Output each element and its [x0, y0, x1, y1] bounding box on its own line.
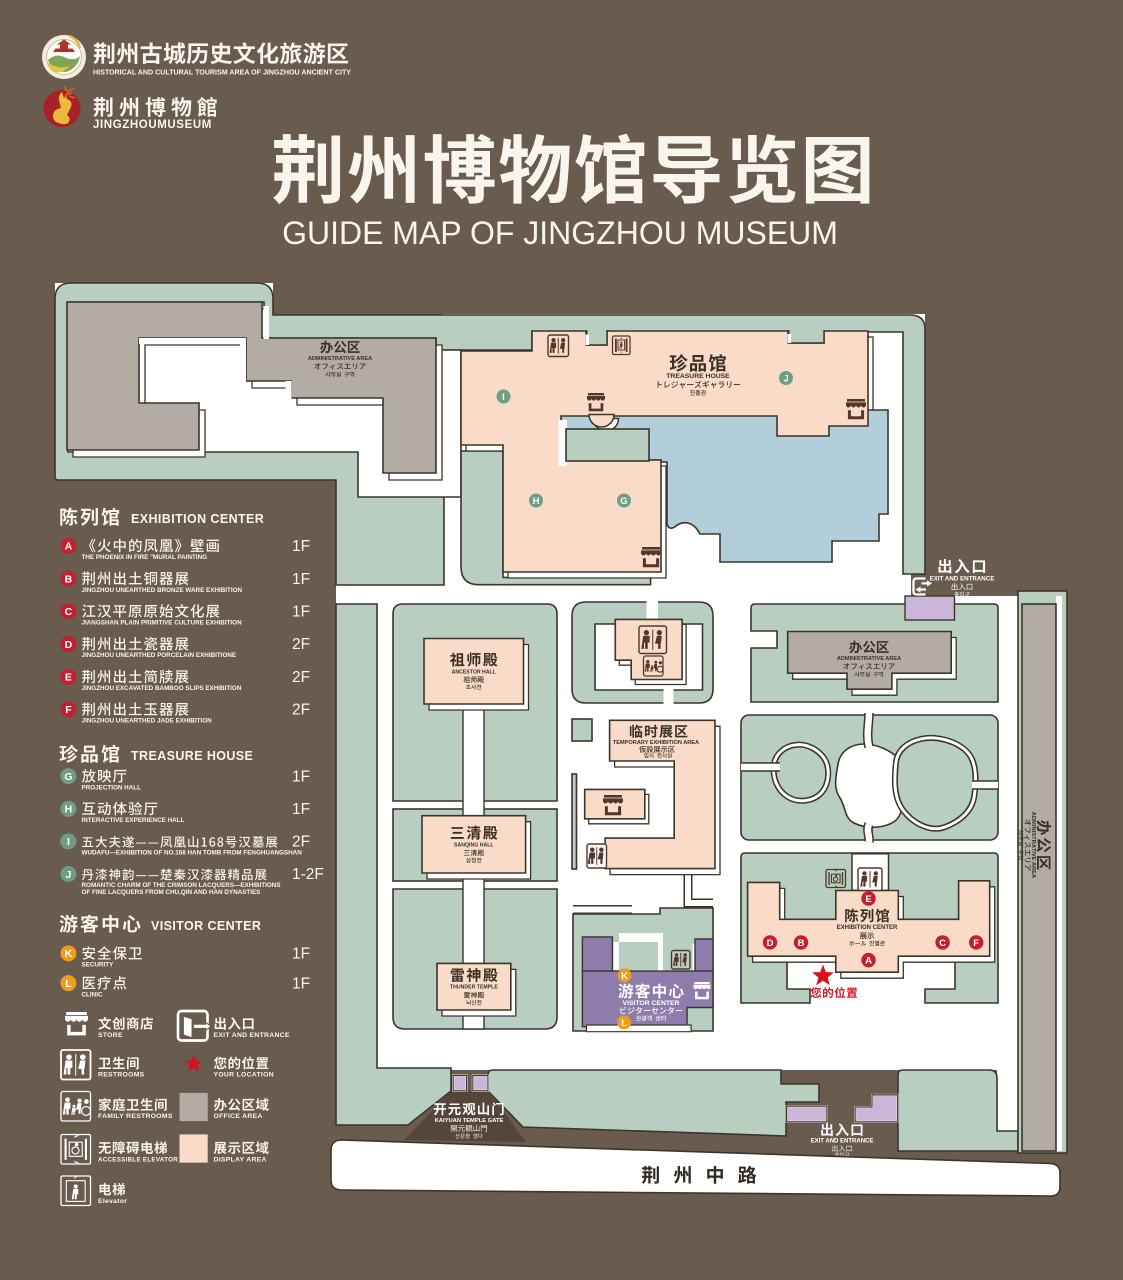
- svg-text:1F: 1F: [292, 538, 310, 555]
- svg-text:ACCESSIBLE ELEVATOR: ACCESSIBLE ELEVATOR: [98, 1156, 178, 1163]
- svg-text:J: J: [65, 869, 71, 881]
- svg-text:TREASURE HOUSE: TREASURE HOUSE: [131, 749, 253, 763]
- svg-text:1F: 1F: [292, 801, 310, 818]
- svg-text:2F: 2F: [292, 636, 310, 653]
- svg-text:L: L: [621, 1018, 627, 1029]
- svg-text:TEMPORARY EXHIBITION AREA: TEMPORARY EXHIBITION AREA: [613, 740, 699, 746]
- svg-text:E: E: [865, 894, 871, 905]
- svg-text:F: F: [65, 704, 72, 716]
- svg-text:D: D: [767, 938, 774, 949]
- svg-text:A: A: [65, 541, 73, 553]
- svg-text:JINGZHOU UNEARTHED JADE EXHIBI: JINGZHOU UNEARTHED JADE EXHIBITION: [82, 718, 213, 725]
- svg-text:JINGZHOU UNEARTHED PORCELAIN E: JINGZHOU UNEARTHED PORCELAIN EXHIBITIONE: [82, 652, 237, 659]
- svg-text:EXIT AND ENTRANCE: EXIT AND ENTRANCE: [811, 1139, 874, 1145]
- svg-text:K: K: [65, 948, 73, 960]
- svg-text:ADMINISTRATIVE AREA: ADMINISTRATIVE AREA: [1030, 812, 1036, 879]
- svg-text:FAMILY RESTROOMS: FAMILY RESTROOMS: [98, 1113, 173, 1120]
- svg-text:H: H: [533, 496, 540, 507]
- svg-text:1F: 1F: [292, 571, 310, 588]
- svg-text:JINGZHOU UNEARTHED BRONZE WARE: JINGZHOU UNEARTHED BRONZE WARE EXHIBITIO…: [82, 587, 243, 594]
- svg-text:OF FINE LACQUERS FROM CHU,QIN: OF FINE LACQUERS FROM CHU,QIN AND HAN DY…: [82, 889, 261, 896]
- svg-text:SECURITY: SECURITY: [82, 962, 115, 969]
- svg-text:HISTORICAL AND CULTURAL TOURIS: HISTORICAL AND CULTURAL TOURISM AREA OF …: [93, 69, 351, 77]
- svg-text:THUNDER TEMPLE: THUNDER TEMPLE: [450, 985, 498, 991]
- svg-text:STORE: STORE: [98, 1032, 123, 1039]
- svg-text:C: C: [939, 938, 946, 949]
- svg-text:DISPLAY AREA: DISPLAY AREA: [214, 1156, 267, 1163]
- svg-text:ADMINISTRATIVE AREA: ADMINISTRATIVE AREA: [308, 356, 372, 362]
- svg-text:KAIYUAN TEMPLE GATE: KAIYUAN TEMPLE GATE: [435, 1118, 504, 1124]
- svg-text:SANQING HALL: SANQING HALL: [454, 842, 494, 848]
- svg-text:F: F: [973, 938, 979, 949]
- svg-text:JIANGSHAN PLAIN PRIMITIVE CULT: JIANGSHAN PLAIN PRIMITIVE CULTURE EXHIBI…: [82, 620, 243, 627]
- svg-text:THE PHOENIX IN FIRE "MURAL PAI: THE PHOENIX IN FIRE "MURAL PAINTING: [82, 554, 208, 561]
- svg-text:EXHIBITION CENTER: EXHIBITION CENTER: [131, 512, 264, 526]
- svg-text:B: B: [65, 573, 73, 585]
- svg-text:CLINIC: CLINIC: [82, 991, 103, 998]
- svg-text:OFFICE AREA: OFFICE AREA: [214, 1113, 263, 1120]
- svg-text:J: J: [783, 373, 788, 384]
- svg-text:C: C: [65, 606, 73, 618]
- svg-text:B: B: [798, 938, 805, 949]
- svg-text:H: H: [65, 804, 73, 816]
- svg-text:PROJECTION HALL: PROJECTION HALL: [82, 784, 142, 791]
- svg-text:JINGZHOU EXCAVATED BAMBOO SLIP: JINGZHOU EXCAVATED BAMBOO SLIPS EXHIBITI…: [82, 685, 242, 692]
- svg-text:GUIDE MAP OF JINGZHOU MUSEUM: GUIDE MAP OF JINGZHOU MUSEUM: [282, 215, 838, 251]
- svg-text:TREASURE HOUSE: TREASURE HOUSE: [666, 373, 730, 380]
- svg-text:1-2F: 1-2F: [292, 866, 324, 883]
- svg-text:G: G: [64, 771, 72, 783]
- svg-text:EXIT AND ENTRANCE: EXIT AND ENTRANCE: [930, 576, 995, 583]
- svg-text:L: L: [65, 978, 72, 990]
- svg-text:A: A: [865, 956, 872, 967]
- svg-text:K: K: [621, 971, 628, 982]
- svg-text:ANCESTOR HALL: ANCESTOR HALL: [452, 669, 497, 675]
- svg-text:1F: 1F: [292, 604, 310, 621]
- svg-text:2F: 2F: [292, 669, 310, 686]
- svg-text:VISITOR CENTER: VISITOR CENTER: [151, 919, 261, 933]
- svg-text:2F: 2F: [292, 834, 310, 851]
- svg-text:1F: 1F: [292, 975, 310, 992]
- svg-text:1F: 1F: [292, 768, 310, 785]
- svg-text:ADMINISTRATIVE AREA: ADMINISTRATIVE AREA: [837, 656, 901, 662]
- svg-text:EXIT AND ENTRANCE: EXIT AND ENTRANCE: [214, 1032, 290, 1039]
- svg-text:G: G: [620, 496, 627, 507]
- svg-text:Elevator: Elevator: [98, 1198, 127, 1205]
- svg-text:YOUR LOCATION: YOUR LOCATION: [214, 1072, 274, 1079]
- svg-text:2F: 2F: [292, 702, 310, 719]
- svg-text:1F: 1F: [292, 946, 310, 963]
- svg-text:ROMANTIC CHARM OF THE CRIMSON: ROMANTIC CHARM OF THE CRIMSON LACQUERS—E…: [82, 882, 281, 889]
- svg-text:D: D: [65, 639, 73, 651]
- svg-text:WUDAFU—EXHIBITION OF NO.168 HA: WUDAFU—EXHIBITION OF NO.168 HAN TOMB FRO…: [82, 850, 303, 857]
- svg-text:VISITOR CENTER: VISITOR CENTER: [623, 1000, 680, 1007]
- svg-text:I: I: [502, 392, 505, 403]
- svg-text:I: I: [67, 836, 70, 848]
- svg-text:JINGZHOUMUSEUM: JINGZHOUMUSEUM: [93, 119, 212, 131]
- svg-text:E: E: [65, 672, 72, 684]
- svg-text:RESTROOMS: RESTROOMS: [98, 1072, 145, 1079]
- svg-text:EXHIBITION CENTER: EXHIBITION CENTER: [837, 925, 898, 931]
- svg-text:INTERACTIVE EXPERIENCE HALL: INTERACTIVE EXPERIENCE HALL: [82, 817, 185, 824]
